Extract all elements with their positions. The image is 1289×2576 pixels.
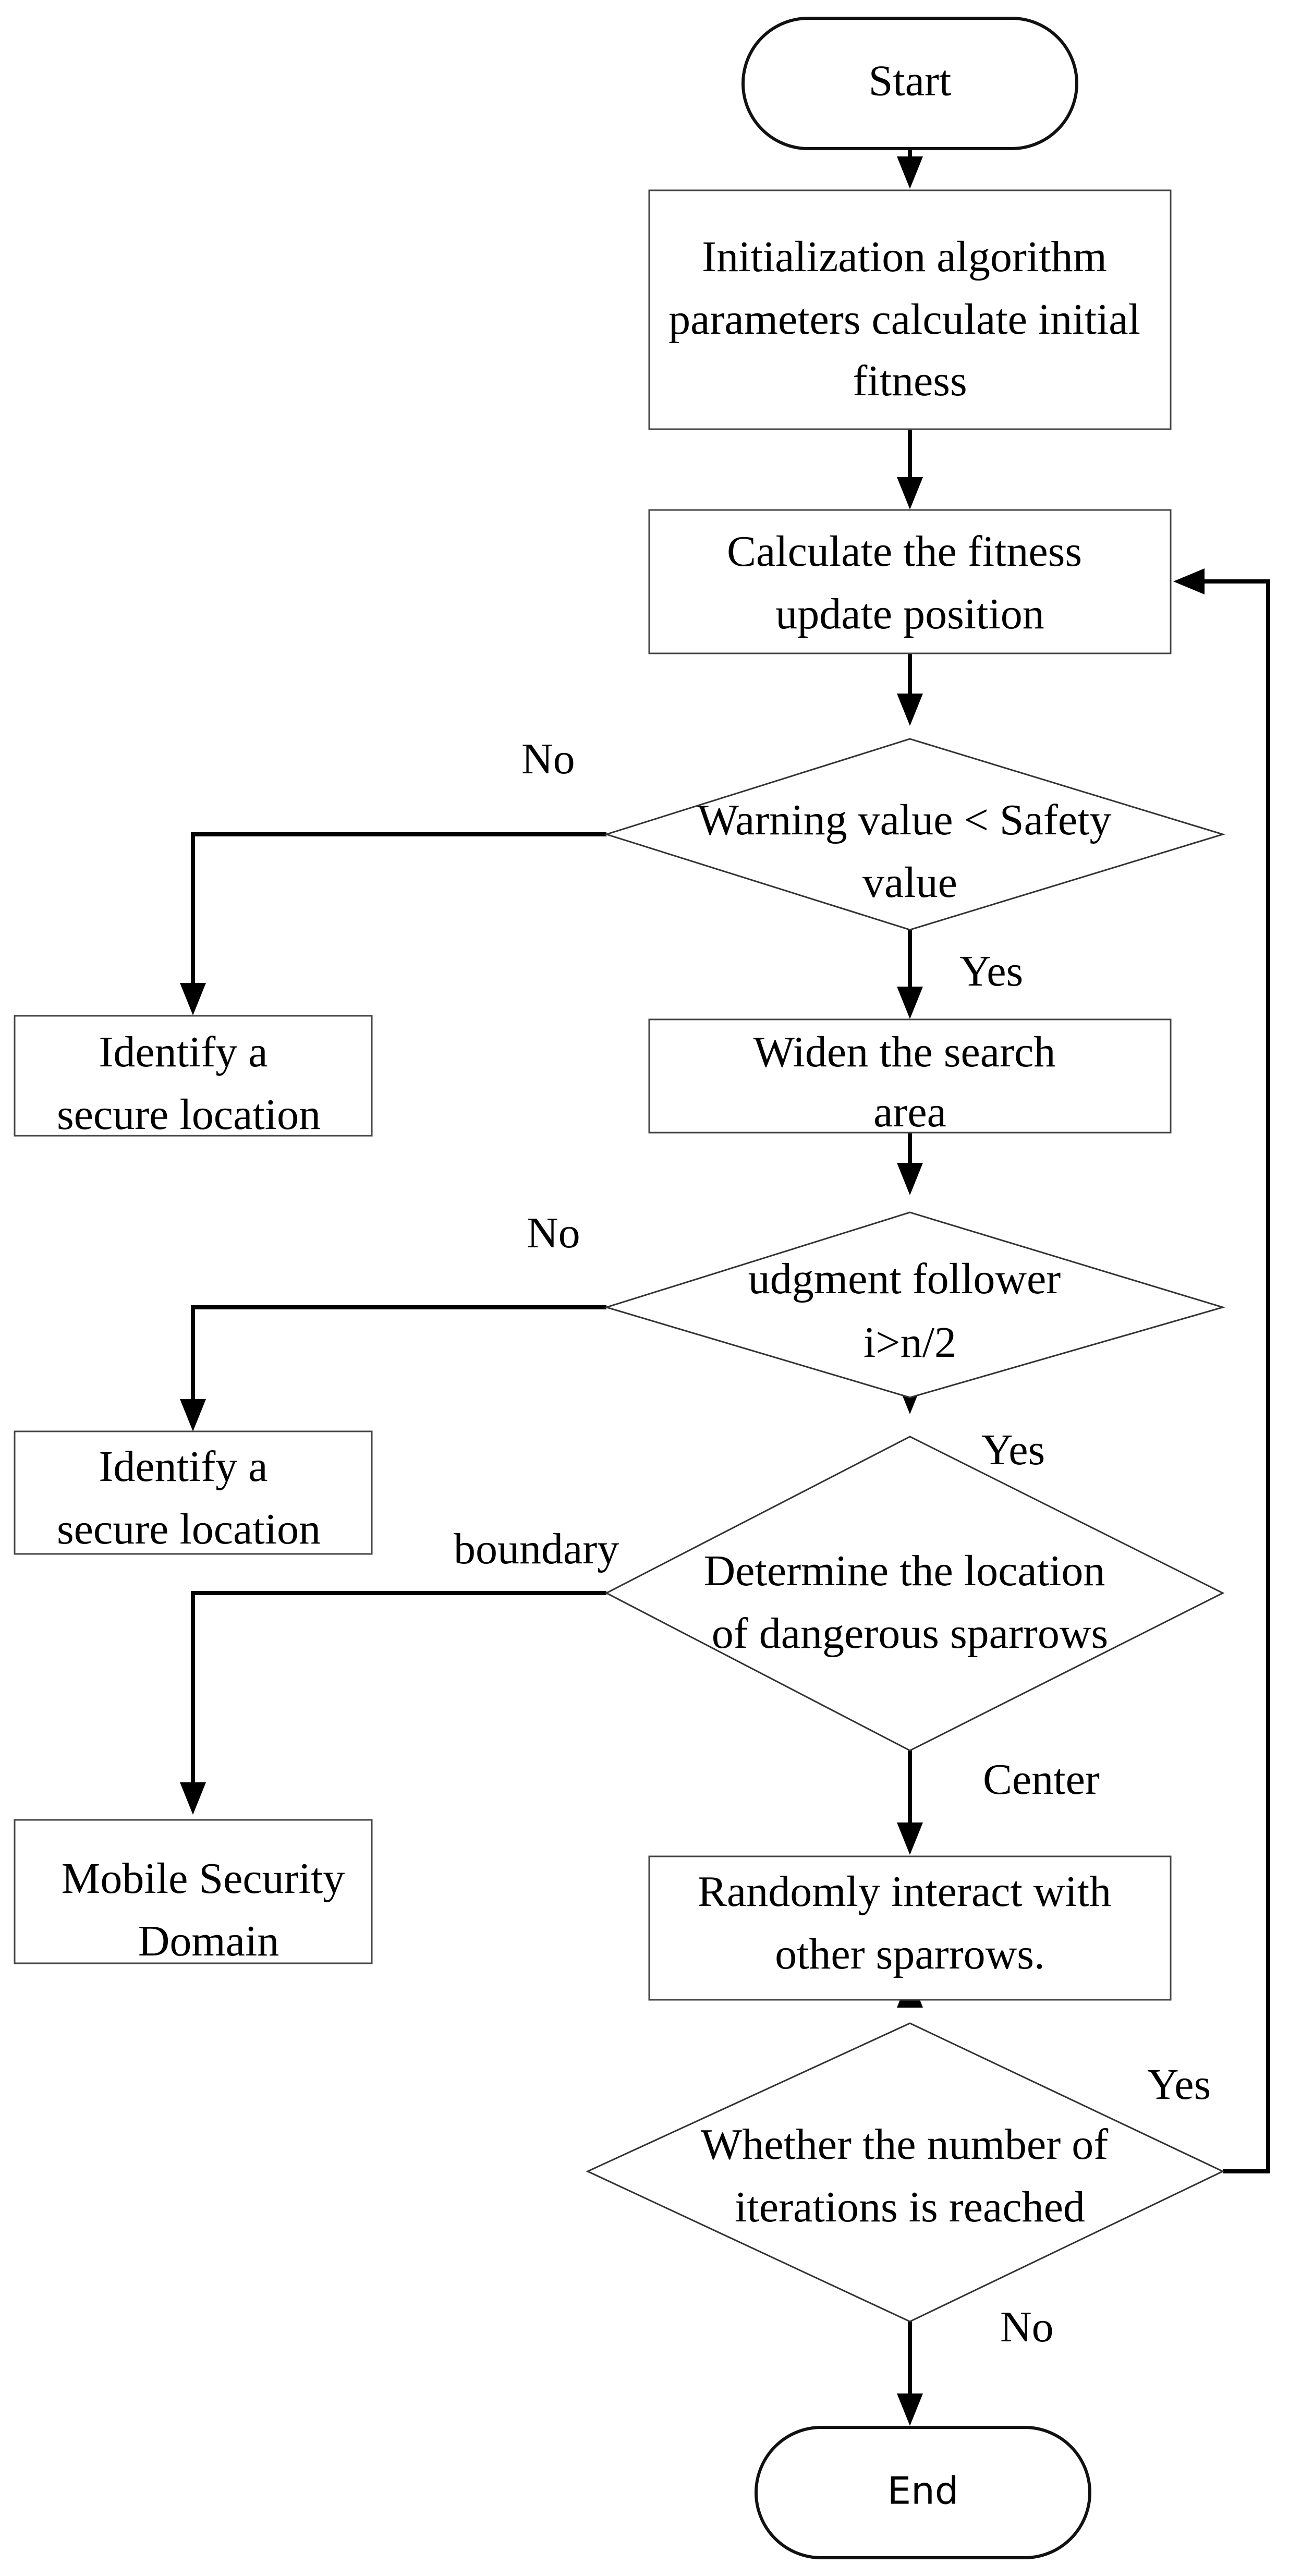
judgment-diamond xyxy=(603,1211,1226,1399)
iterations-text: Whether the number of iterations is reac… xyxy=(701,2120,1119,2231)
start-terminator xyxy=(741,17,1078,150)
arrowhead-warning xyxy=(897,694,923,726)
mobile-line-1: Mobile Security xyxy=(62,1854,345,1903)
identify1-node: Identify a secure location xyxy=(14,1015,373,1139)
mobile-text: Mobile Security Domain xyxy=(62,1854,356,1965)
init-text: Initialization algorithm parameters calc… xyxy=(668,233,1151,405)
interact-box xyxy=(648,1855,1172,2001)
interact-line-1: Randomly interact with xyxy=(698,1867,1111,1916)
label-no-2: No xyxy=(527,1209,580,1257)
label-no-3: No xyxy=(1000,2303,1054,2351)
end-label: End xyxy=(887,2469,959,2513)
init-box xyxy=(648,189,1172,430)
iterations-line-1: Whether the number of xyxy=(701,2120,1108,2169)
determine-line-2: of dangerous sparrows xyxy=(712,1609,1108,1658)
connector-loop-back xyxy=(1199,579,1270,2173)
identify2-box xyxy=(14,1430,373,1555)
init-line-1: Initialization algorithm xyxy=(702,233,1107,281)
warning-node: Warning value < Safety value xyxy=(603,738,1226,931)
judgment-line-1: udgment follower xyxy=(748,1255,1061,1303)
identify1-line-1: Identify a xyxy=(99,1028,267,1076)
identify1-box xyxy=(14,1015,373,1137)
warning-text: Warning value < Safety value xyxy=(697,796,1122,907)
connector-warning-identify1 xyxy=(191,832,606,989)
interact-line-2: other sparrows. xyxy=(775,1930,1045,1978)
connectors xyxy=(191,149,1270,2398)
end-node: End xyxy=(755,2426,1091,2559)
arrowhead-interact xyxy=(897,1822,923,1855)
interact-node: Randomly interact with other sparrows. xyxy=(648,1855,1172,2001)
judgment-text: udgment follower i>n/2 xyxy=(748,1255,1072,1367)
label-center: Center xyxy=(983,1755,1100,1804)
iterations-node: Whether the number of iterations is reac… xyxy=(586,2022,1225,2323)
calc-line-1: Calculate the fitness xyxy=(727,527,1082,576)
widen-box xyxy=(648,1018,1172,1134)
arrowhead-identify1 xyxy=(180,983,206,1015)
arrowhead-mobile xyxy=(180,1782,206,1815)
warning-diamond xyxy=(603,738,1226,931)
label-yes-3: Yes xyxy=(1147,2060,1211,2109)
start-label: Start xyxy=(869,56,952,105)
determine-line-1: Determine the location xyxy=(704,1547,1105,1595)
mobile-box xyxy=(14,1819,373,1964)
widen-line-2: area xyxy=(873,1088,946,1136)
arrowhead-judgment xyxy=(897,1163,923,1195)
determine-node: Determine the location of dangerous spar… xyxy=(604,1436,1225,1752)
determine-diamond xyxy=(604,1436,1225,1752)
widen-line-1: Widen the search xyxy=(753,1028,1056,1076)
connector-determine-mobile xyxy=(191,1591,606,1789)
init-line-3: fitness xyxy=(853,357,967,405)
calc-text: Calculate the fitness update position xyxy=(727,527,1093,638)
connector-judgment-identify2 xyxy=(191,1305,606,1405)
calc-box xyxy=(648,509,1172,654)
judgment-node: udgment follower i>n/2 xyxy=(603,1211,1226,1399)
arrowhead-end xyxy=(897,2393,923,2426)
arrowhead-calc xyxy=(897,477,923,509)
iterations-diamond xyxy=(586,2022,1225,2323)
arrowhead-loop xyxy=(1173,568,1205,594)
widen-node: Widen the search area xyxy=(648,1018,1172,1136)
warning-line-2: value xyxy=(862,858,957,907)
interact-text: Randomly interact with other sparrows. xyxy=(698,1867,1122,1978)
arrowhead-init xyxy=(897,156,923,189)
identify2-text: Identify a secure location xyxy=(57,1442,321,1553)
warning-line-1: Warning value < Safety xyxy=(697,796,1111,844)
init-line-2: parameters calculate initial xyxy=(668,295,1140,344)
judgment-line-2: i>n/2 xyxy=(864,1318,956,1367)
identify1-line-2: secure location xyxy=(57,1090,321,1139)
identify2-line-2: secure location xyxy=(57,1505,321,1553)
edge-labels: No Yes No Yes boundary Center Yes No xyxy=(454,735,1211,2351)
mobile-node: Mobile Security Domain xyxy=(14,1819,373,1965)
calc-line-2: update position xyxy=(775,590,1044,638)
label-yes-2: Yes xyxy=(981,1426,1045,1474)
identify1-text: Identify a secure location xyxy=(57,1028,321,1139)
identify2-node: Identify a secure location xyxy=(14,1430,373,1555)
identify2-line-1: Identify a xyxy=(99,1442,267,1491)
calc-node: Calculate the fitness update position xyxy=(648,509,1172,654)
iterations-line-2: iterations is reached xyxy=(735,2183,1085,2231)
mobile-line-2: Domain xyxy=(138,1917,279,1965)
arrowhead-widen xyxy=(897,987,923,1019)
label-yes-1: Yes xyxy=(959,947,1023,995)
label-no-1: No xyxy=(521,735,575,783)
label-boundary: boundary xyxy=(454,1525,619,1573)
end-terminator xyxy=(755,2426,1091,2559)
start-node: Start xyxy=(741,17,1078,150)
determine-text: Determine the location of dangerous spar… xyxy=(704,1547,1116,1658)
arrowhead-identify2 xyxy=(180,1399,206,1431)
init-node: Initialization algorithm parameters calc… xyxy=(648,189,1172,430)
widen-text: Widen the search area xyxy=(753,1028,1067,1136)
